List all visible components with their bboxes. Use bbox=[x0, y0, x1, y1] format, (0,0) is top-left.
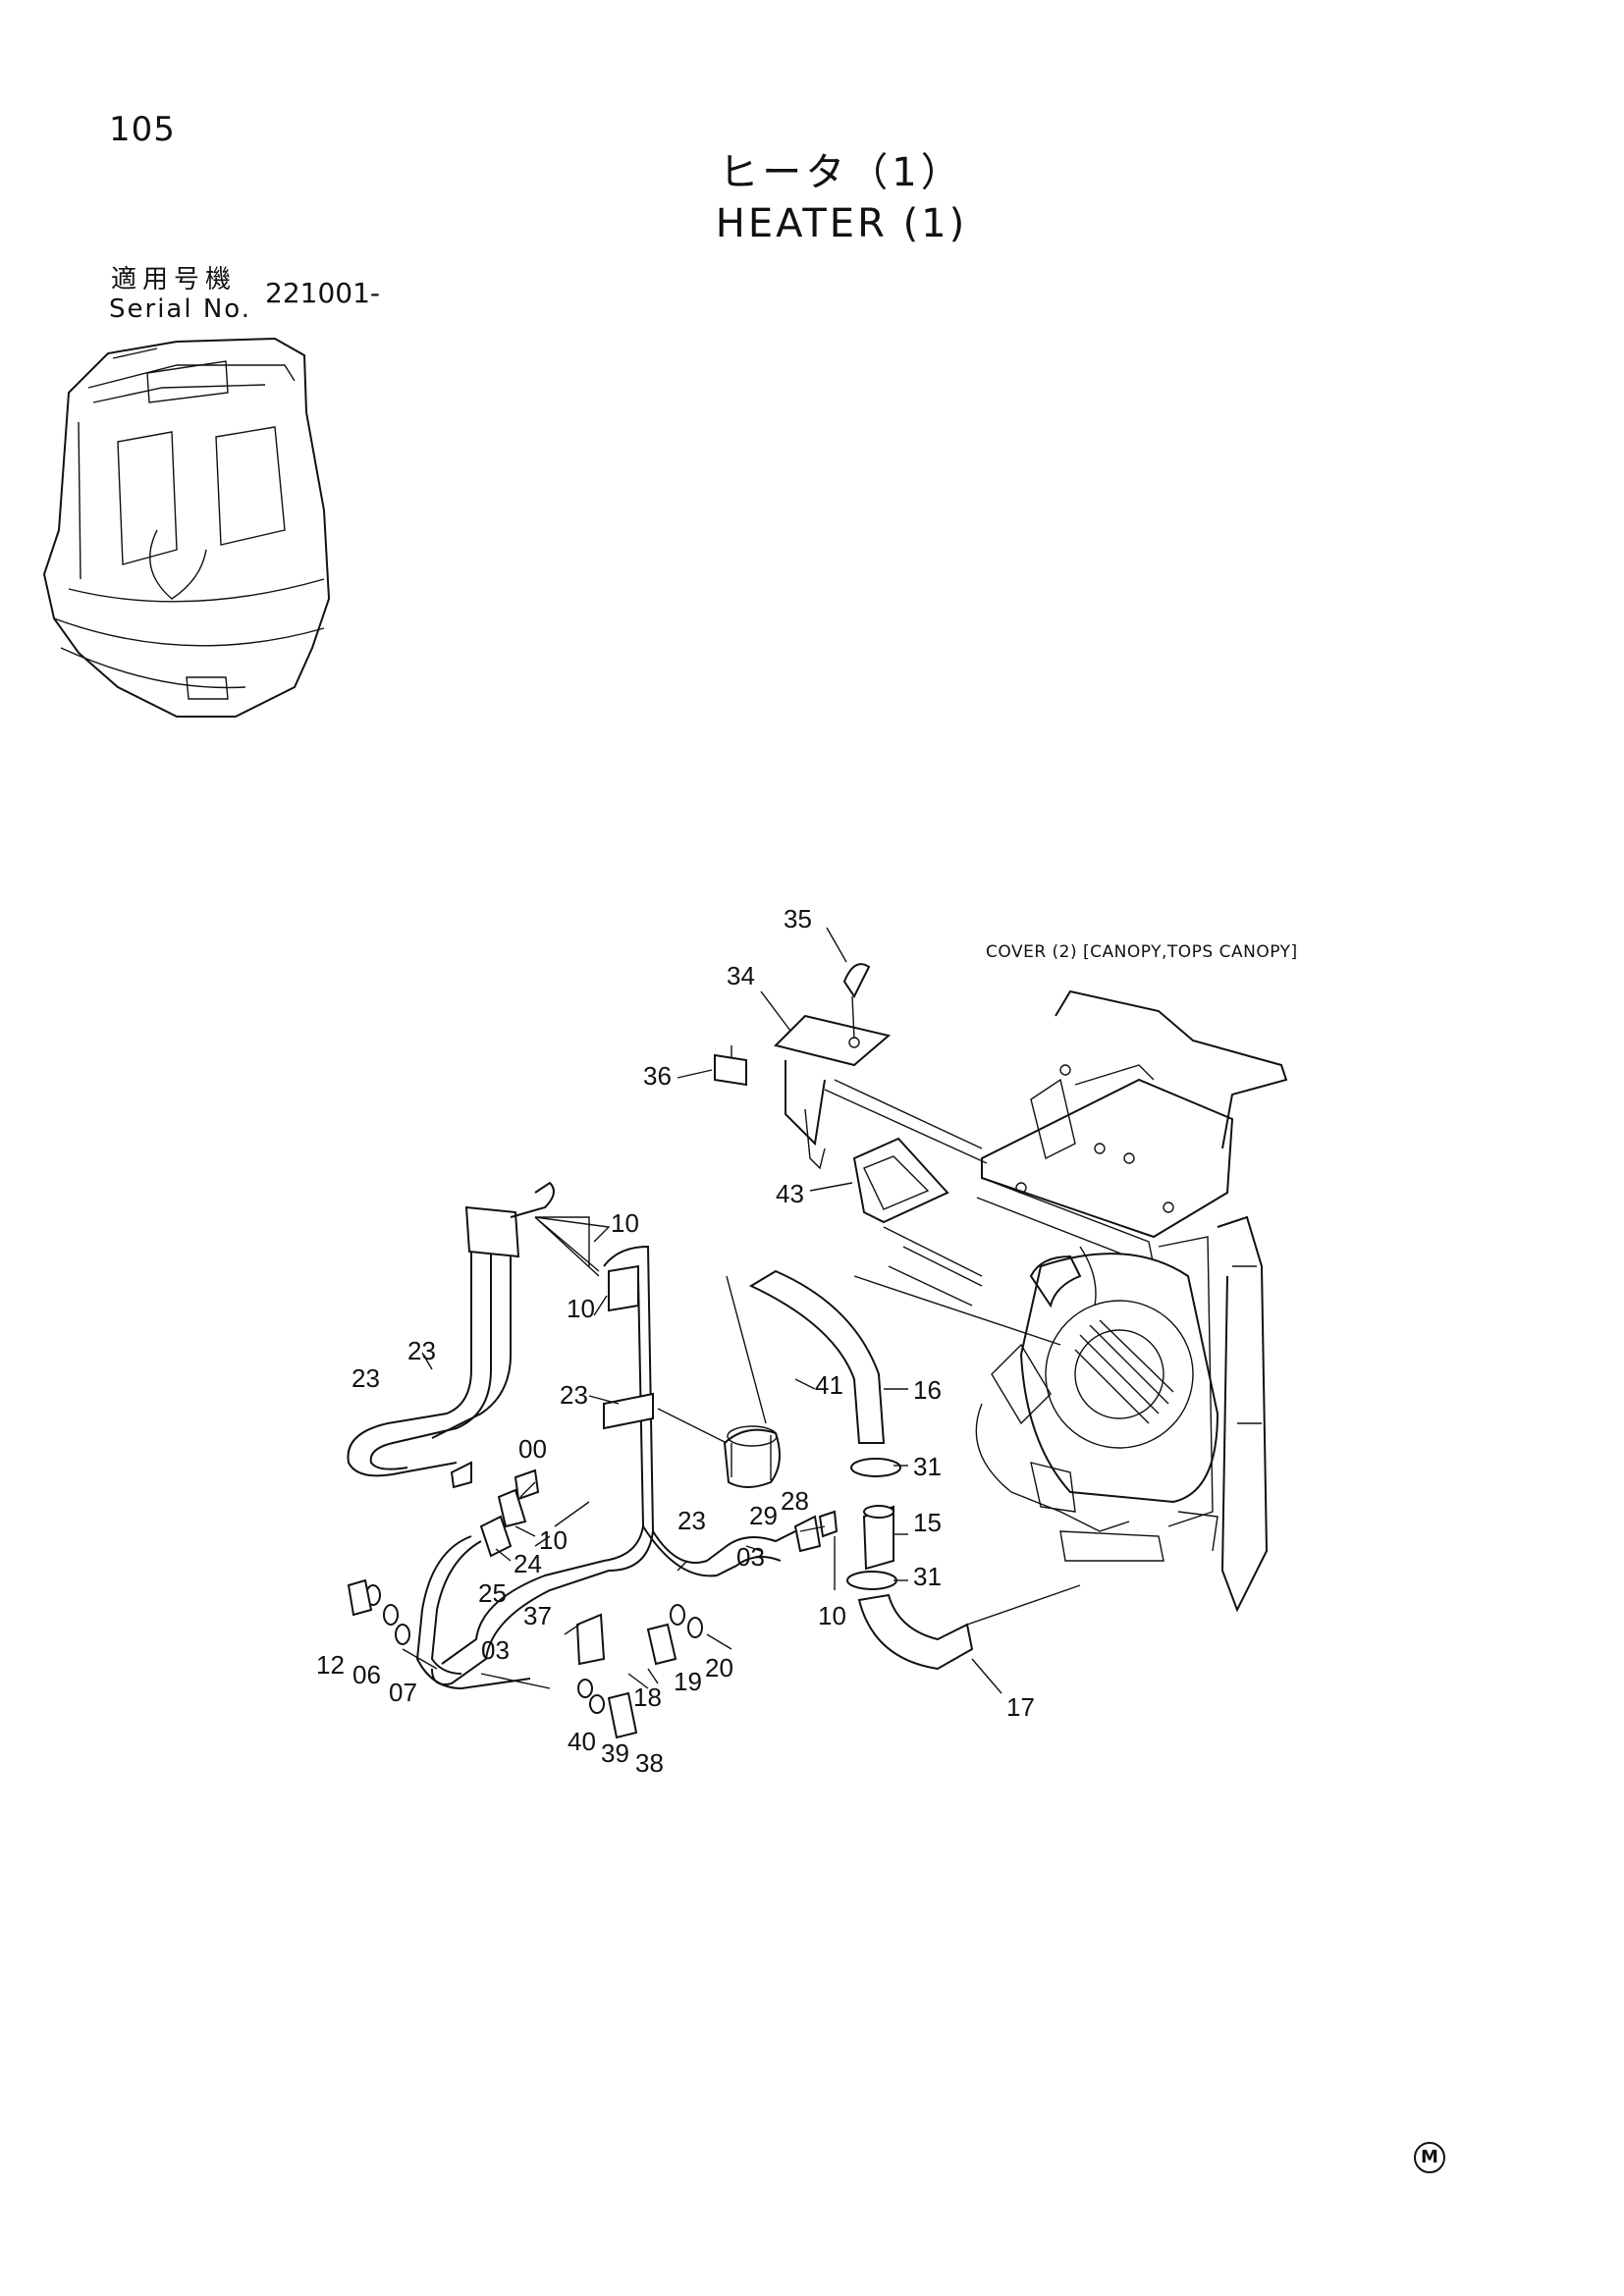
bracket-parts bbox=[714, 963, 988, 1224]
title-block: ヒータ（1） HEATER (1) bbox=[0, 147, 1624, 249]
callout-10d: 10 bbox=[818, 1601, 846, 1630]
serial-label-japanese: 適用号機 bbox=[111, 265, 238, 294]
callout-16: 16 bbox=[913, 1375, 942, 1405]
hose-parts bbox=[723, 1269, 1081, 1671]
callout-37: 37 bbox=[523, 1601, 552, 1630]
callout-31b: 31 bbox=[913, 1562, 942, 1591]
callout-35: 35 bbox=[784, 904, 812, 934]
m-mark-symbol: M bbox=[1414, 2142, 1445, 2173]
radiator-assembly bbox=[883, 989, 1288, 1613]
callout-18: 18 bbox=[633, 1682, 662, 1712]
heater-hose-assembly bbox=[347, 1181, 839, 1739]
callout-10b: 10 bbox=[567, 1294, 595, 1323]
callout-17: 17 bbox=[1006, 1692, 1035, 1722]
callout-12: 12 bbox=[316, 1650, 345, 1680]
callout-23a: 23 bbox=[407, 1336, 436, 1365]
callout-10c: 10 bbox=[539, 1525, 568, 1555]
callout-31a: 31 bbox=[913, 1452, 942, 1481]
callout-23b: 23 bbox=[352, 1363, 380, 1393]
page-number: 105 bbox=[109, 110, 176, 149]
callout-39: 39 bbox=[601, 1738, 629, 1768]
serial-label-english: Serial No. bbox=[109, 294, 251, 324]
callout-06: 06 bbox=[352, 1660, 381, 1689]
callout-03b: 03 bbox=[481, 1635, 510, 1665]
title-japanese: ヒータ（1） bbox=[719, 150, 964, 195]
leader-lines bbox=[421, 927, 1002, 1694]
callout-40: 40 bbox=[568, 1727, 596, 1756]
callout-29: 29 bbox=[749, 1501, 778, 1530]
callout-24: 24 bbox=[514, 1549, 542, 1578]
callout-25: 25 bbox=[478, 1578, 507, 1608]
callout-20: 20 bbox=[705, 1653, 733, 1682]
callout-28: 28 bbox=[781, 1486, 809, 1516]
callout-10a: 10 bbox=[611, 1208, 639, 1238]
callout-23c: 23 bbox=[560, 1380, 588, 1410]
callout-41: 41 bbox=[815, 1370, 843, 1400]
callout-38: 38 bbox=[635, 1748, 664, 1778]
machine-thumbnail bbox=[42, 337, 331, 718]
callout-07: 07 bbox=[389, 1678, 417, 1707]
callout-34: 34 bbox=[727, 961, 755, 990]
serial-number-value: 221001- bbox=[265, 277, 380, 309]
title-english: HEATER (1) bbox=[715, 201, 968, 246]
callout-36: 36 bbox=[643, 1061, 672, 1091]
callout-00: 00 bbox=[518, 1434, 547, 1464]
callout-23d: 23 bbox=[677, 1506, 706, 1535]
callout-19: 19 bbox=[674, 1667, 702, 1696]
callout-labels: 35 34 36 43 10 10 23 23 23 41 16 00 31 2… bbox=[316, 904, 1035, 1778]
callout-15: 15 bbox=[913, 1508, 942, 1537]
callout-03a: 03 bbox=[736, 1542, 765, 1572]
cover-reference-note: COVER (2) [CANOPY,TOPS CANOPY] bbox=[986, 942, 1298, 962]
callout-43: 43 bbox=[776, 1179, 804, 1208]
